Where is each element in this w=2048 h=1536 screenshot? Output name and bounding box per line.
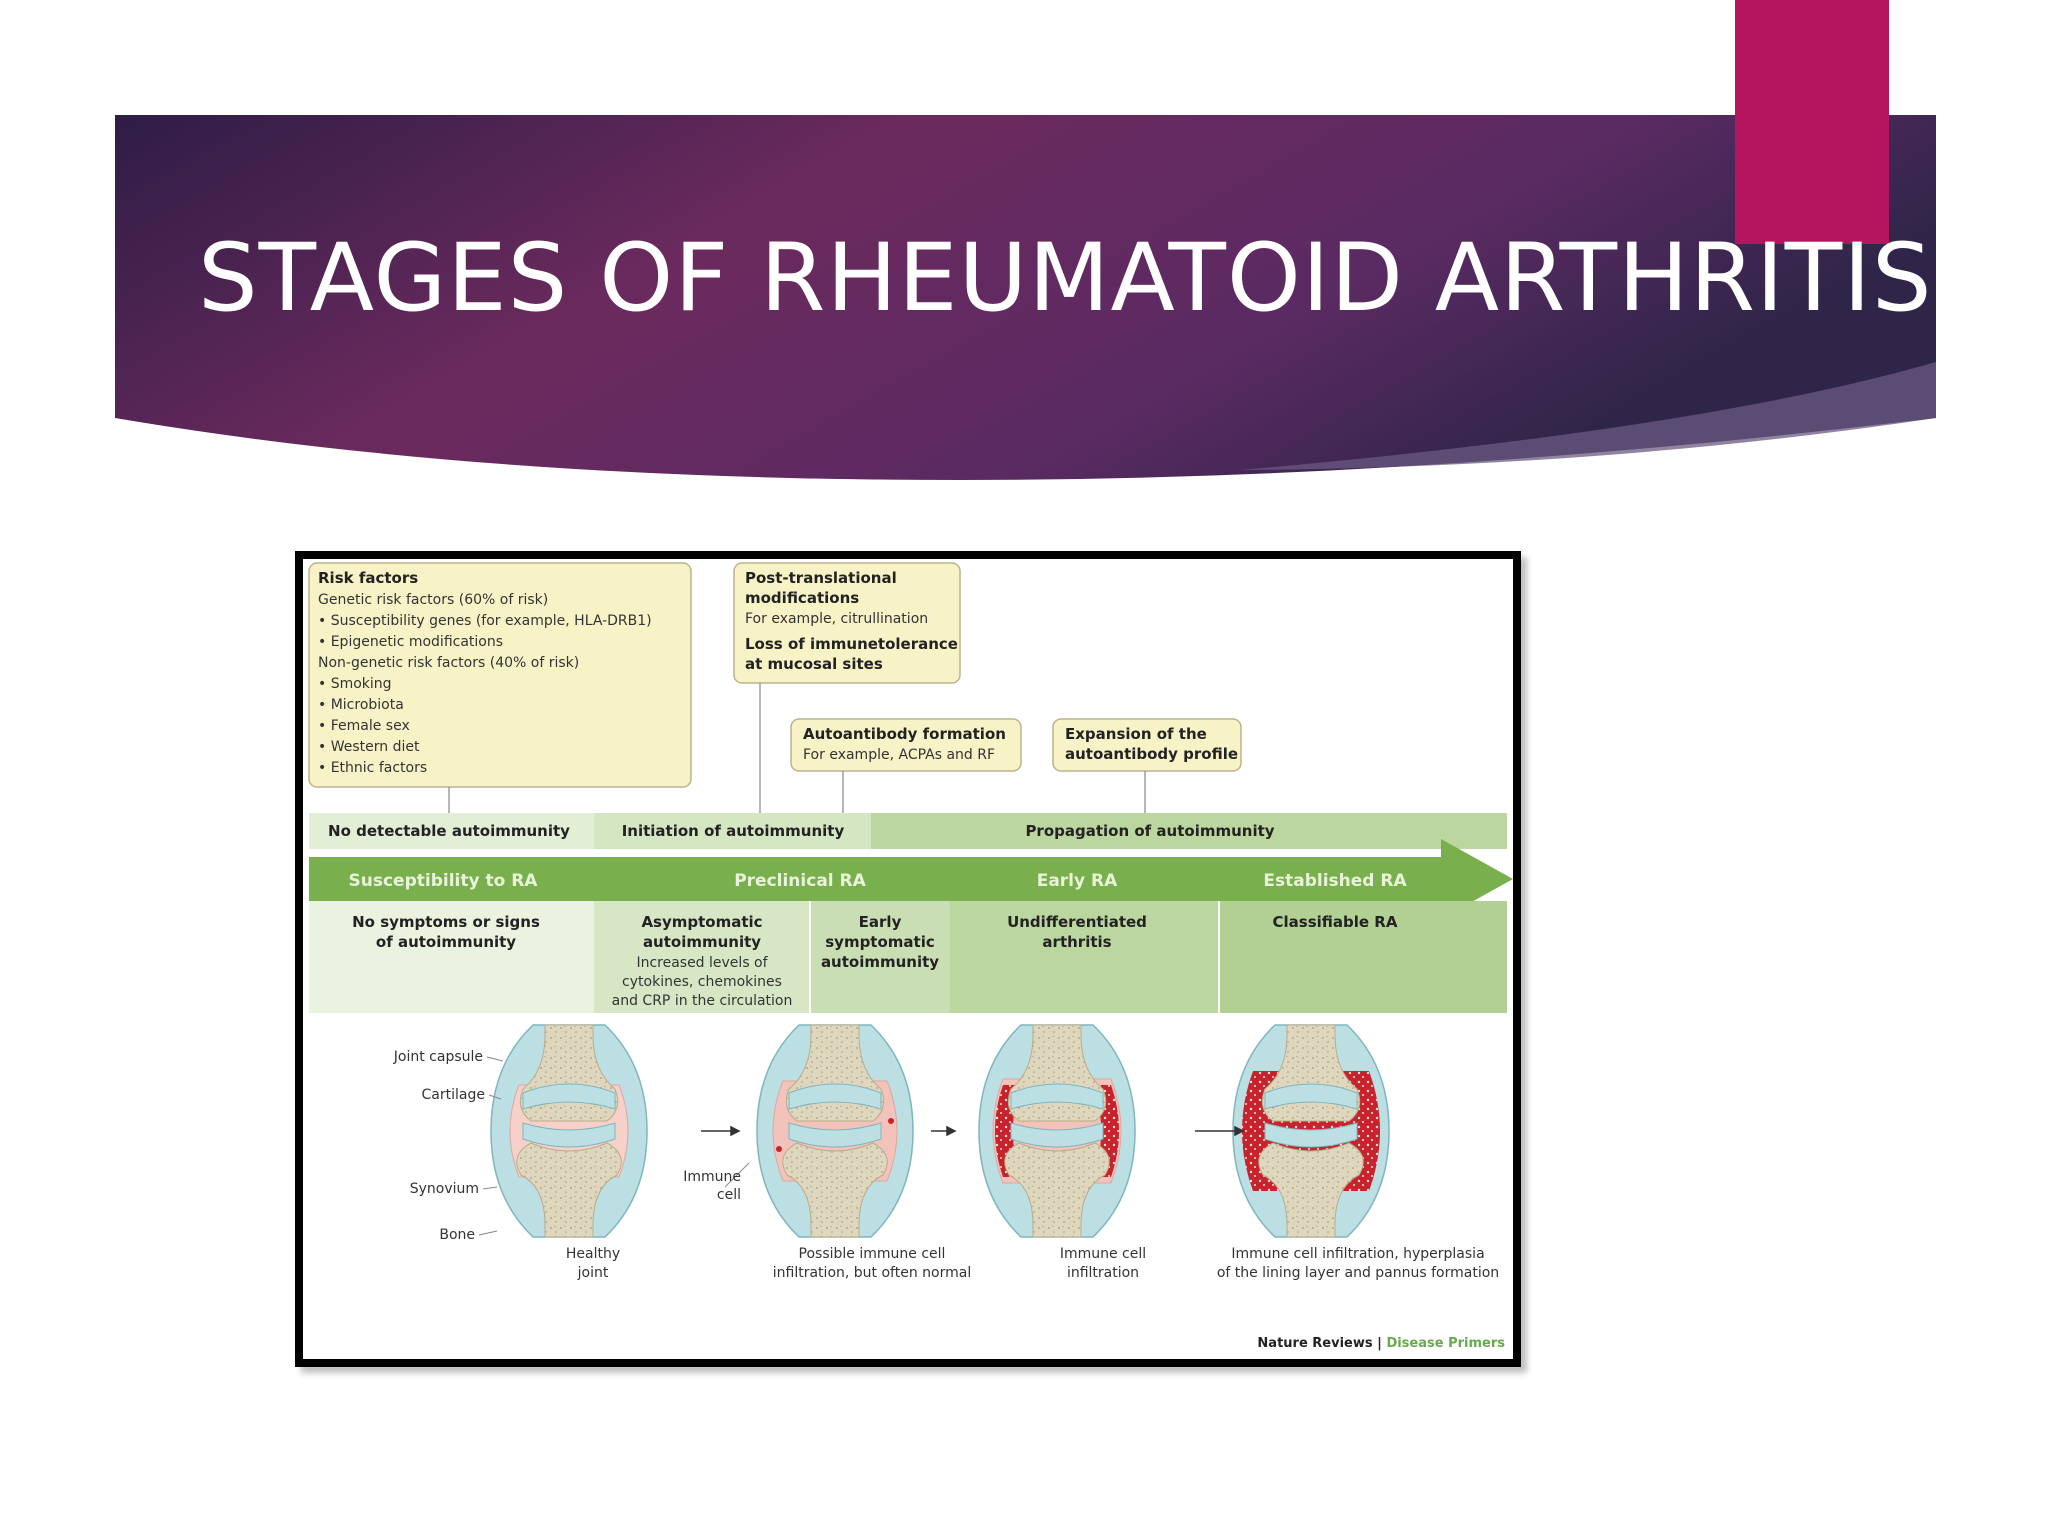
risk-line-7: • Female sex <box>318 718 410 734</box>
desc-asymptomatic-5: and CRP in the circulation <box>612 993 793 1009</box>
autoantibody-title: Autoantibody formation <box>803 725 1006 743</box>
joint-possible-infiltration <box>756 1024 914 1238</box>
description-band: No symptoms or signs of autoimmunity Asy… <box>309 901 1507 1013</box>
caption-possible-2: infiltration, but often normal <box>773 1265 971 1281</box>
accent-block <box>1735 0 1889 244</box>
expansion-box: Expansion of the autoantibody profile <box>1052 718 1242 772</box>
ptm-box: Post-translational modifications For exa… <box>733 562 961 684</box>
ptm-bold-2: at mucosal sites <box>745 655 883 673</box>
risk-line-4: Non-genetic risk factors (40% of risk) <box>318 655 579 671</box>
label-immune-2: cell <box>717 1187 741 1203</box>
desc-asymptomatic-3: Increased levels of <box>636 955 768 971</box>
desc-asymptomatic-1: Asymptomatic <box>641 913 762 931</box>
ptm-title-1: Post-translational <box>745 569 897 587</box>
band-label-initiation: Initiation of autoimmunity <box>622 822 845 840</box>
caption-established-2: of the lining layer and pannus formation <box>1217 1265 1499 1281</box>
stage-early: Early RA <box>1037 871 1118 891</box>
desc-no-symptoms-1: No symptoms or signs <box>352 913 540 931</box>
label-cartilage: Cartilage <box>422 1087 485 1103</box>
joint-established <box>1232 1024 1390 1238</box>
desc-asymptomatic-2: autoimmunity <box>643 933 761 951</box>
risk-line-3: • Epigenetic modifications <box>318 634 503 650</box>
label-bone: Bone <box>439 1227 475 1243</box>
caption-immune-2: infiltration <box>1067 1265 1139 1281</box>
ra-stages-diagram: Risk factors Genetic risk factors (60% o… <box>308 562 1513 1351</box>
figure-frame: Risk factors Genetic risk factors (60% o… <box>295 551 1521 1367</box>
risk-line-9: • Ethnic factors <box>318 760 427 776</box>
slide-title: STAGES OF RHEUMATOID ARTHRITIS <box>198 224 1933 333</box>
credit-series: Disease Primers <box>1386 1336 1505 1351</box>
risk-line-5: • Smoking <box>318 676 392 692</box>
desc-undiff-1: Undifferentiated <box>1007 913 1147 931</box>
caption-immune-1: Immune cell <box>1060 1246 1146 1262</box>
ptm-sub: For example, citrullination <box>745 611 928 627</box>
desc-early-3: autoimmunity <box>821 953 939 971</box>
ptm-bold-1: Loss of immunetolerance <box>745 635 958 653</box>
desc-undiff-2: arthritis <box>1042 933 1111 951</box>
connector-lines <box>448 683 1146 813</box>
label-joint-capsule: Joint capsule <box>393 1049 483 1065</box>
autoimmunity-band: No detectable autoimmunity Initiation of… <box>309 813 1507 849</box>
anatomy-labels <box>478 1056 750 1236</box>
stage-susceptibility: Susceptibility to RA <box>349 871 539 891</box>
label-immune-1: Immune <box>683 1169 741 1185</box>
stage-arrow: Susceptibility to RA Preclinical RA Earl… <box>309 839 1513 919</box>
stage-established: Established RA <box>1263 871 1407 891</box>
expansion-line-1: Expansion of the <box>1065 725 1207 743</box>
banner-swoosh <box>1240 362 1936 470</box>
autoantibody-sub: For example, ACPAs and RF <box>803 747 995 763</box>
desc-classifiable: Classifiable RA <box>1273 913 1398 931</box>
risk-factors-title: Risk factors <box>318 569 418 587</box>
risk-factors-box: Risk factors Genetic risk factors (60% o… <box>308 562 692 788</box>
autoantibody-box: Autoantibody formation For example, ACPA… <box>790 718 1022 772</box>
desc-early-2: symptomatic <box>825 933 935 951</box>
desc-asymptomatic-4: cytokines, chemokines <box>622 974 782 990</box>
risk-line-8: • Western diet <box>318 739 420 755</box>
risk-line-1: Genetic risk factors (60% of risk) <box>318 592 548 608</box>
caption-healthy-1: Healthy <box>566 1246 620 1262</box>
risk-line-2: • Susceptibility genes (for example, HLA… <box>318 613 652 629</box>
credit-journal: Nature Reviews <box>1257 1336 1372 1351</box>
figure-credit: Nature Reviews | Disease Primers <box>1257 1336 1505 1351</box>
band-label-none: No detectable autoimmunity <box>328 822 570 840</box>
caption-healthy-2: joint <box>577 1265 609 1281</box>
credit-separator: | <box>1373 1336 1387 1351</box>
expansion-line-2: autoantibody profile <box>1065 745 1238 763</box>
joint-healthy <box>490 1024 648 1238</box>
caption-established-1: Immune cell infiltration, hyperplasia <box>1231 1246 1484 1262</box>
progression-arrows <box>701 1125 1245 1137</box>
caption-possible-1: Possible immune cell <box>799 1246 946 1262</box>
banner-shape <box>115 115 1936 480</box>
joint-immune-infiltration <box>978 1024 1136 1238</box>
band-label-propagation: Propagation of autoimmunity <box>1025 822 1274 840</box>
ptm-title-2: modifications <box>745 589 859 607</box>
title-banner <box>115 115 1936 480</box>
label-synovium: Synovium <box>410 1181 479 1197</box>
stage-preclinical: Preclinical RA <box>734 871 866 891</box>
desc-no-symptoms-2: of autoimmunity <box>376 933 516 951</box>
desc-early-1: Early <box>859 913 902 931</box>
risk-line-6: • Microbiota <box>318 697 404 713</box>
